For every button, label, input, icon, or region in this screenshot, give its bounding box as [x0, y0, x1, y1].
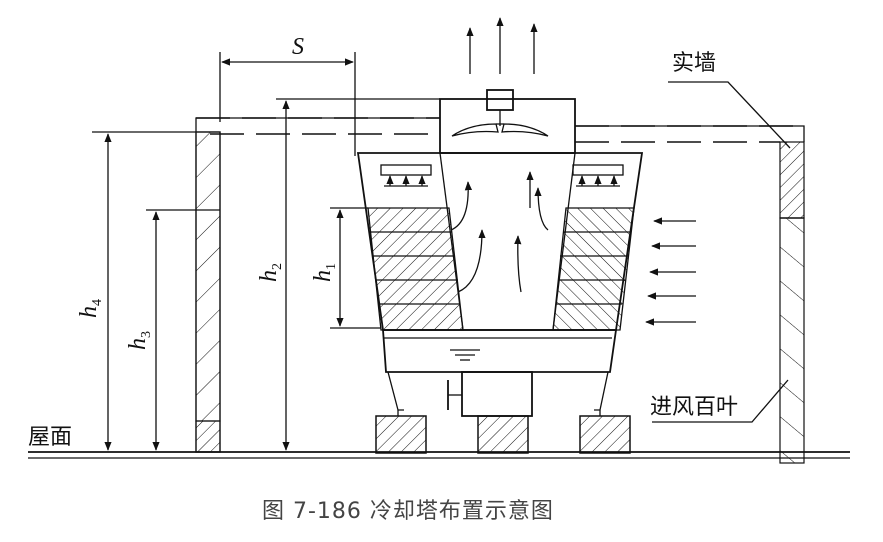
label-s: S [292, 34, 304, 60]
intake-arrows [645, 217, 696, 326]
pump [447, 371, 533, 417]
sprayer-right [572, 164, 624, 187]
dimension-h4 [92, 131, 196, 451]
right-wall [779, 141, 805, 464]
label-h1: h1 [310, 263, 339, 282]
right-roof-beam [575, 125, 805, 142]
sprayer-left [380, 164, 432, 187]
label-h2: h2 [256, 263, 285, 282]
fill-pack-right [552, 207, 635, 331]
support-legs [387, 371, 609, 416]
figure-caption: 图 7-186 冷却塔布置示意图 [262, 499, 554, 524]
dimension-h3 [146, 209, 196, 451]
internal-airflow-arrows [450, 171, 549, 293]
label-h3: h3 [125, 331, 154, 350]
fan-stack [439, 89, 576, 154]
water-basin [384, 337, 612, 361]
left-roof-beam [195, 117, 440, 132]
dimension-h1 [330, 207, 381, 329]
label-h4: h4 [76, 299, 105, 318]
dimension-h2 [276, 98, 440, 451]
leader-inlet-louver [652, 379, 789, 423]
leader-solid-wall [668, 81, 791, 149]
dashed-beam [196, 117, 795, 143]
exhaust-arrows [466, 17, 538, 74]
fan-blade-right [501, 123, 549, 137]
label-inlet-louver: 进风百叶 [650, 395, 738, 420]
fill-pack-left [367, 207, 464, 331]
label-roof: 屋面 [28, 425, 72, 450]
fan-blade-left [451, 123, 499, 137]
label-solid-wall: 实墙 [672, 51, 716, 76]
dimension-s [219, 52, 356, 156]
left-wall [195, 131, 221, 453]
foundation-blocks [375, 415, 631, 454]
